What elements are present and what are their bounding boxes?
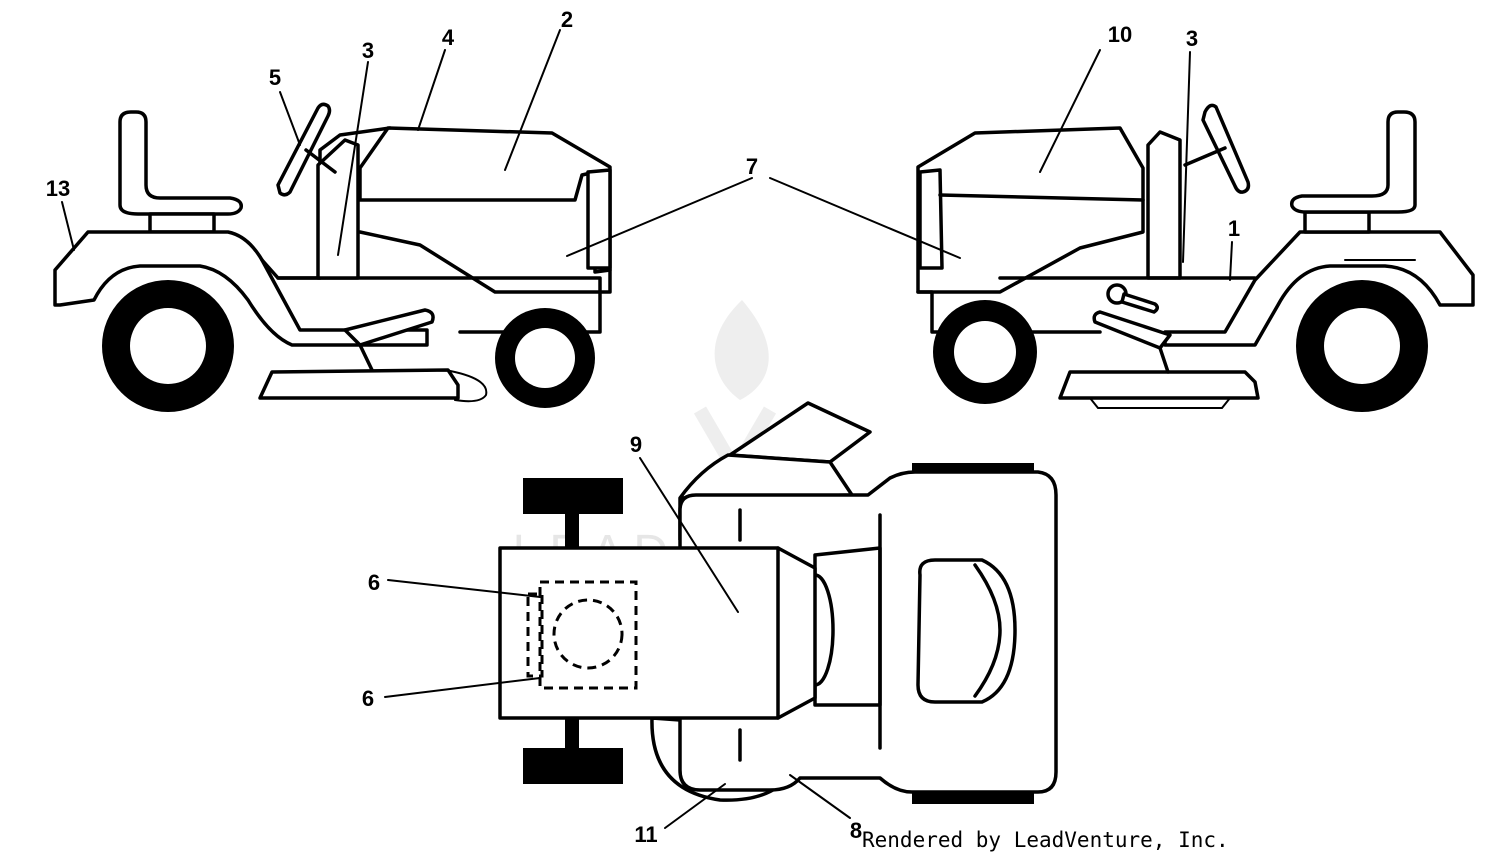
deck-chute bbox=[444, 369, 488, 403]
leader-1 bbox=[1229, 241, 1233, 281]
rendered-by-credit: Rendered by LeadVenture, Inc. bbox=[862, 828, 1229, 852]
callout-labels: 13 5 3 4 2 7 10 3 1 9 6 6 11 8 bbox=[46, 7, 1240, 847]
callout-6b: 6 bbox=[362, 686, 374, 711]
steering-wheel bbox=[276, 102, 332, 197]
tractor-right-side-view bbox=[916, 103, 1475, 412]
seat-back bbox=[118, 110, 244, 216]
callout-8: 8 bbox=[850, 818, 862, 843]
leader-7b bbox=[769, 177, 961, 259]
steering-column bbox=[304, 148, 337, 174]
leader-7a bbox=[566, 177, 753, 257]
seat-post bbox=[1303, 210, 1371, 234]
callout-3b: 3 bbox=[1186, 26, 1198, 51]
deck-chute bbox=[1089, 397, 1231, 409]
rear-body bbox=[498, 546, 817, 720]
decal-area-side bbox=[526, 592, 544, 678]
callout-5: 5 bbox=[269, 65, 281, 90]
foot-pedal bbox=[1092, 310, 1172, 350]
decal-area bbox=[538, 580, 638, 690]
leader-lines bbox=[61, 29, 1233, 829]
callout-13: 13 bbox=[46, 176, 70, 201]
hood-grille bbox=[918, 168, 944, 270]
callout-2: 2 bbox=[561, 7, 573, 32]
hood bbox=[916, 126, 1145, 294]
watermark-flame-icon bbox=[714, 300, 769, 400]
leader-10 bbox=[1039, 49, 1101, 173]
leader-3a bbox=[337, 61, 369, 256]
callout-7: 7 bbox=[746, 154, 758, 179]
hood-grille bbox=[586, 168, 612, 270]
rear-axle bbox=[565, 512, 579, 552]
callout-11: 11 bbox=[634, 822, 657, 847]
hood bbox=[358, 126, 612, 274]
front-wheel-hub bbox=[515, 328, 575, 388]
hood-lower bbox=[358, 230, 612, 294]
deck-hanger bbox=[1158, 346, 1170, 374]
tractor-left-side-view bbox=[53, 102, 612, 412]
leader-3b bbox=[1182, 51, 1191, 263]
callout-4: 4 bbox=[442, 25, 455, 50]
mower-deck bbox=[1058, 370, 1260, 400]
steering-column bbox=[1183, 146, 1227, 167]
leader-9 bbox=[639, 457, 739, 613]
callout-10: 10 bbox=[1108, 22, 1132, 47]
hood-side-line bbox=[938, 193, 1145, 202]
tractor-top-view bbox=[498, 401, 1058, 804]
deck-hanger bbox=[358, 343, 374, 372]
rear-wheel-hub bbox=[1324, 308, 1400, 384]
rear-wheel bbox=[523, 478, 623, 514]
engine-cover-inner bbox=[973, 563, 1002, 698]
callout-1: 1 bbox=[1228, 216, 1240, 241]
leader-4 bbox=[417, 49, 446, 131]
seat-back bbox=[1289, 110, 1417, 214]
callout-6a: 6 bbox=[368, 570, 380, 595]
dash-panel bbox=[1146, 130, 1182, 280]
mower-deck bbox=[678, 453, 854, 540]
leader-8 bbox=[789, 774, 851, 819]
rear-fender bbox=[53, 230, 429, 347]
leader-13 bbox=[61, 201, 75, 251]
leader-6b bbox=[384, 677, 541, 698]
mower-deck bbox=[258, 368, 460, 400]
leader-5 bbox=[279, 91, 301, 146]
leader-2 bbox=[504, 29, 561, 171]
callout-3a: 3 bbox=[362, 38, 374, 63]
leader-6a bbox=[387, 579, 541, 598]
seat-post bbox=[148, 212, 216, 234]
rear-wheel-hub bbox=[130, 308, 206, 384]
dash-panel bbox=[316, 138, 360, 280]
rear-axle bbox=[565, 718, 579, 750]
front-wheel-hub bbox=[954, 321, 1016, 383]
rear-wheel bbox=[523, 748, 623, 784]
callout-9: 9 bbox=[630, 432, 642, 457]
leader-11 bbox=[664, 783, 726, 829]
control-lever bbox=[1120, 292, 1159, 314]
foot-pedal bbox=[343, 308, 435, 347]
fuel-cap-outline bbox=[552, 598, 624, 670]
